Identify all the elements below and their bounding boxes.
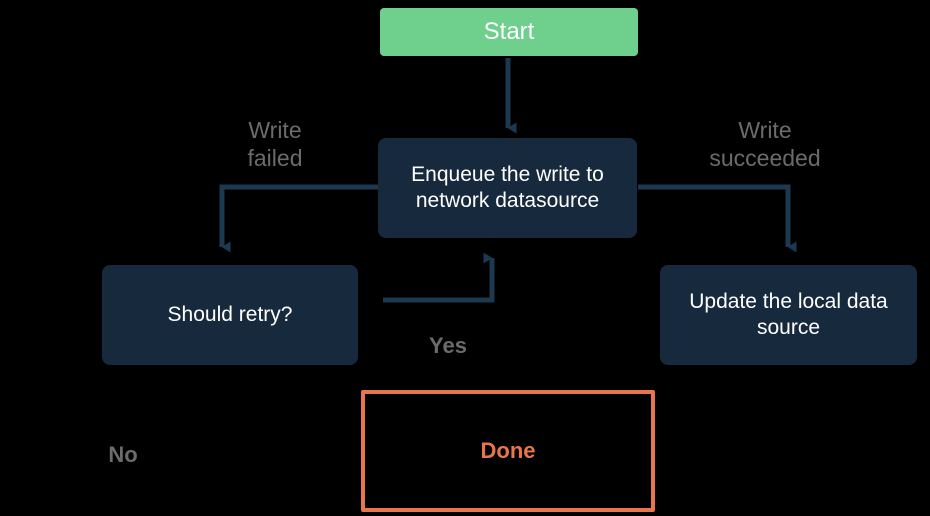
node-start-label: Start <box>483 18 535 46</box>
edge-label-write-succeeded: Write succeeded <box>709 117 821 172</box>
edge-label-yes: Yes <box>429 333 467 358</box>
node-enqueue-label: Enqueue the write to network datasource <box>411 163 604 212</box>
node-start[interactable]: Start <box>380 8 638 56</box>
node-update-local-data-source[interactable]: Update the local data source <box>660 265 917 365</box>
node-update-local-label: Update the local data source <box>689 290 888 339</box>
edge-enqueue-to-should-retry <box>219 184 378 253</box>
edge-label-no: No <box>108 442 138 467</box>
node-should-retry-label: Should retry? <box>167 303 293 327</box>
node-done-label: Done <box>480 437 536 463</box>
edge-should-retry-to-enqueue-yes <box>383 252 495 303</box>
edge-enqueue-to-update-local <box>638 184 797 253</box>
edge-label-write-failed: Write failed <box>247 117 303 172</box>
node-enqueue-write[interactable]: Enqueue the write to network datasource <box>378 138 637 238</box>
node-done[interactable]: Done <box>361 390 655 512</box>
node-should-retry[interactable]: Should retry? <box>102 265 358 365</box>
